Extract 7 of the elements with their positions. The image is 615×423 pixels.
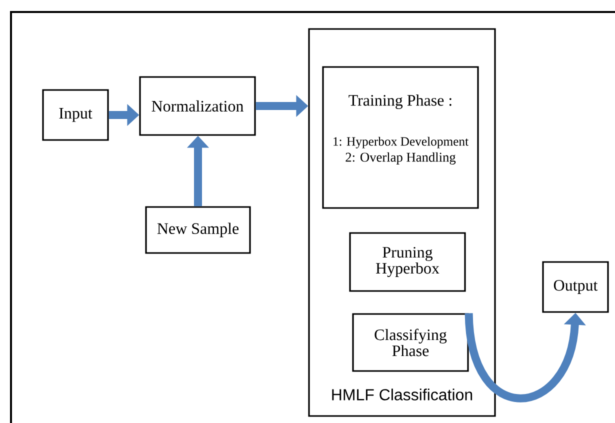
- process-box: Pruning Hyperbox: [349, 232, 466, 292]
- process-box: Classifying Phase: [352, 313, 469, 372]
- process-box: Input: [42, 89, 109, 141]
- process-box: New Sample: [145, 206, 251, 254]
- process-box: Training Phase : 1: Hyperbox Development 2: Overlap Handling: [322, 66, 479, 209]
- process-box: Output: [542, 261, 609, 313]
- process-box: Normalization: [139, 76, 256, 136]
